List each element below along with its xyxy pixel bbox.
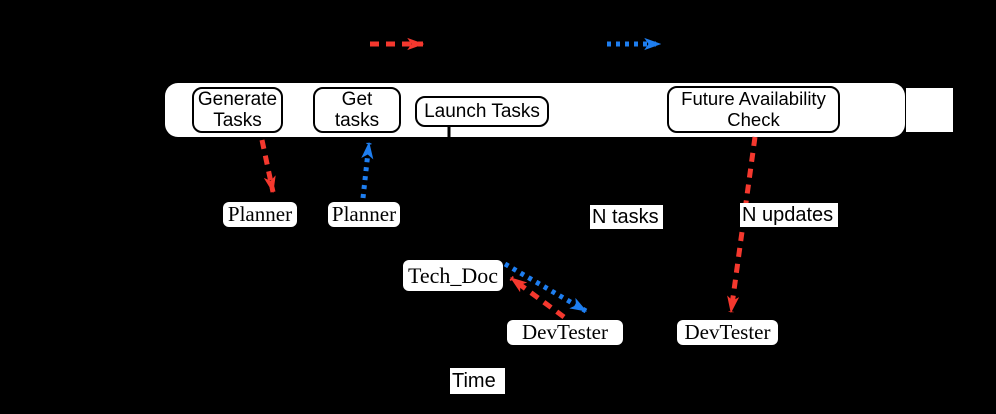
node-planner-1: Planner (223, 202, 297, 227)
note-n-updates: N updates (740, 203, 838, 227)
node-devtester-1: DevTester (507, 320, 623, 345)
node-devtester-2: DevTester (677, 320, 778, 345)
arrow-devtester-to-techdoc (509, 275, 566, 320)
arrow-planner-to-get-tasks (360, 141, 374, 199)
time-axis-label: Time (450, 368, 505, 394)
task-launch-tasks: Launch Tasks (415, 96, 549, 127)
node-planner-2: Planner (328, 202, 400, 227)
task-generate-tasks: Generate Tasks (192, 87, 283, 133)
task-get-tasks: Get tasks (313, 87, 401, 133)
note-n-tasks: N tasks (590, 205, 663, 229)
task-future-availability-check: Future Availability Check (667, 86, 840, 133)
arrow-techdoc-to-devtester (503, 261, 588, 314)
node-tech-doc: Tech_Doc (403, 260, 503, 291)
arrow-generate-to-planner (259, 139, 276, 194)
timeline-bar-stub (906, 88, 953, 132)
